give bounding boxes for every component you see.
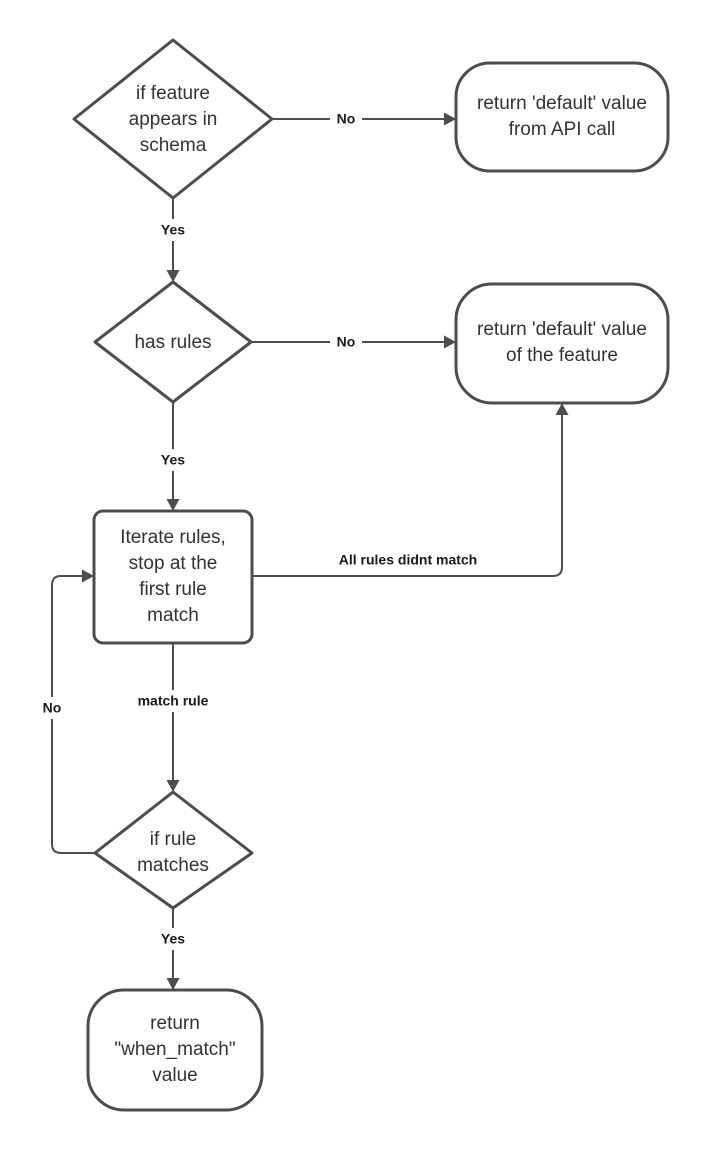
node-label-line-3: first rule [139, 579, 207, 600]
arrowhead-icon [166, 270, 180, 282]
node-label-line-2: matches [137, 855, 209, 876]
edge-schema-yes: Yes [156, 198, 190, 282]
edge-label-match-rule: match rule [138, 693, 209, 709]
node-label-line-1: if rule [150, 829, 196, 850]
diamond-shape[interactable] [93, 280, 253, 404]
edge-label-backdrop [156, 219, 190, 241]
node-label-line-3: schema [140, 135, 207, 156]
node-if-rule-matches[interactable]: if rule matches [93, 790, 254, 910]
node-iterate-rules[interactable]: Iterate rules, stop at the first rule ma… [92, 509, 254, 645]
node-label-line-1: return [150, 1013, 200, 1034]
diamond-shape[interactable] [93, 790, 254, 910]
node-label-line-2: from API call [509, 119, 616, 140]
edge-label-backdrop [122, 690, 224, 712]
edge-label-backdrop [36, 697, 68, 719]
edge-has-rules-no: No [251, 331, 456, 353]
rect-shape[interactable] [92, 509, 254, 645]
node-label-line-1: return 'default' value [477, 93, 647, 114]
edge-label-backdrop [156, 928, 190, 950]
edge-label-rule-matches-yes: Yes [161, 931, 185, 947]
arrowhead-icon [82, 569, 94, 583]
edge-label-all-rules-didnt-match: All rules didnt match [339, 552, 477, 568]
arrowhead-icon [166, 978, 180, 990]
edge-label-has-rules-yes: Yes [161, 452, 185, 468]
node-label-line-4: match [147, 605, 199, 626]
node-return-when-match-value[interactable]: return "when_match" value [86, 988, 264, 1112]
edge-label-has-rules-no: No [337, 334, 356, 350]
edge-rule-matches-yes: Yes [156, 908, 190, 990]
node-label-line-1: if feature [136, 83, 210, 104]
edge-schema-no: No [272, 108, 456, 130]
edge-rule-matches-no: No [36, 569, 95, 854]
node-label-line-2: "when_match" [114, 1039, 235, 1060]
rounded-rect-shape[interactable] [454, 61, 670, 173]
arrowhead-icon [166, 499, 180, 511]
node-label-line-1: Iterate rules, [120, 527, 226, 548]
edge-label-schema-yes: Yes [161, 222, 185, 238]
node-return-default-from-api-call[interactable]: return 'default' value from API call [454, 61, 670, 173]
node-label-line-1: return 'default' value [477, 319, 647, 340]
node-label-line-2: appears in [129, 109, 218, 130]
node-return-default-of-the-feature[interactable]: return 'default' value of the feature [454, 282, 670, 405]
node-label-line-1: has rules [134, 332, 211, 353]
node-label-line-3: value [152, 1065, 197, 1086]
arrowhead-icon [555, 403, 569, 415]
edge-line [252, 415, 563, 577]
node-has-rules[interactable]: has rules [93, 280, 253, 404]
edge-has-rules-yes: Yes [156, 403, 190, 511]
edge-label-backdrop [330, 331, 362, 353]
node-label-line-2: stop at the [129, 553, 218, 574]
node-label-line-2: of the feature [506, 345, 618, 366]
edge-label-backdrop [156, 449, 190, 471]
edge-label-backdrop [318, 549, 498, 571]
edge-label-rule-matches-no: No [43, 700, 62, 716]
arrowhead-icon [444, 335, 456, 349]
node-if-feature-appears-in-schema[interactable]: if feature appears in schema [72, 38, 274, 200]
arrowhead-icon [444, 112, 456, 126]
arrowhead-icon [166, 780, 180, 792]
diamond-shape[interactable] [72, 38, 274, 200]
edge-match-rule: match rule [122, 643, 224, 792]
rounded-rect-shape[interactable] [454, 282, 670, 405]
edge-label-backdrop [330, 108, 362, 130]
edge-label-schema-no: No [337, 111, 356, 127]
rounded-rect-shape[interactable] [86, 988, 264, 1112]
edge-all-rules-didnt-match: All rules didnt match [252, 403, 569, 577]
